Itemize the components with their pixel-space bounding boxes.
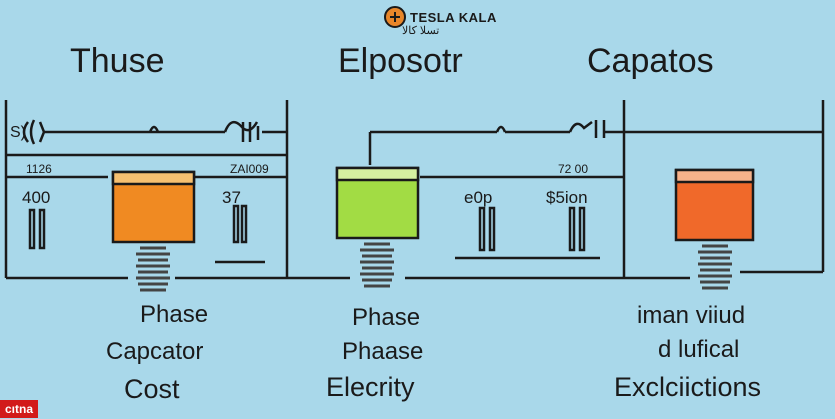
column-title-2: Elposotr [338, 42, 463, 80]
capacitor-col3 [674, 168, 755, 290]
column-title-3: Capatos [587, 42, 714, 80]
label-col3-3: Exclciictions [614, 372, 762, 402]
value-col2-b: $5ion [546, 188, 588, 207]
resistor-col1-a [28, 208, 36, 250]
resistor-mid-a [478, 206, 486, 252]
resistor-col1-c [232, 204, 240, 244]
label-col1-1: Phase [140, 301, 209, 328]
small-label-col1-a: S) [10, 124, 26, 141]
label-col3-2: d lufical [658, 336, 740, 363]
label-col2-1: Phase [352, 304, 421, 331]
logo-icon [384, 6, 406, 28]
capacitor-col1 [111, 170, 196, 292]
logo: TESLA KALA [384, 6, 497, 28]
label-col2-2: Phaase [342, 338, 424, 365]
value-col1-a: 400 [22, 188, 51, 207]
value-col2-a: e0p [464, 188, 493, 207]
resistor-col1-b [38, 208, 46, 250]
resistor-col1-d [240, 204, 248, 244]
label-col2-3: Elecrity [326, 372, 415, 402]
label-col1-3: Cost [124, 374, 180, 404]
resistor-mid-b [488, 206, 496, 252]
label-col3-1: iman viiud [637, 302, 746, 329]
small-label-col1-c: ZAI009 [230, 162, 269, 176]
column-title-1: Thuse [70, 42, 165, 80]
wire-col1-squiggle [148, 125, 160, 133]
watermark-logo: cıtna [0, 400, 39, 418]
capacitor-col2 [335, 166, 420, 288]
logo-subtitle: تسلا کالا [402, 25, 440, 37]
label-col1-2: Capcator [106, 338, 204, 365]
small-label-col3-a: 72 00 [558, 162, 589, 176]
small-label-col1-b: 1126 [26, 162, 52, 176]
value-col1-b: 37 [222, 188, 241, 207]
resistor-mid-d [578, 206, 586, 252]
logo-name: TESLA KALA [410, 9, 497, 25]
wire-mid-coil [495, 120, 606, 138]
resistor-mid-c [568, 206, 576, 252]
wire-col1-coil-right [223, 120, 260, 142]
wire-col1-coil-left [22, 119, 46, 145]
